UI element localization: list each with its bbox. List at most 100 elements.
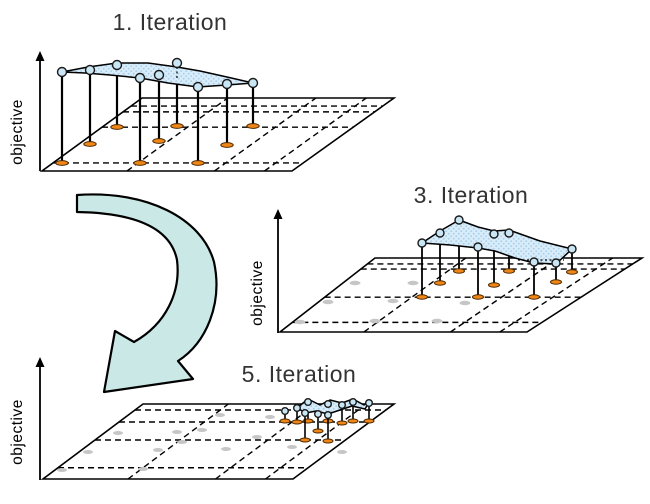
sample-base-marker <box>299 437 311 443</box>
sample-point <box>489 229 499 239</box>
sample-point <box>567 244 577 254</box>
grid-line <box>214 97 317 172</box>
plot-iteration-1: 1. Iteration objective <box>9 9 397 172</box>
plot-title: 3. Iteration <box>414 182 529 208</box>
grid-line <box>499 257 614 333</box>
sample-point <box>338 401 347 410</box>
previous-sample-point <box>459 300 471 306</box>
grid-line <box>265 403 367 480</box>
previous-sample-point <box>431 318 443 324</box>
grid-line <box>264 97 367 172</box>
sample-base-marker <box>453 268 465 274</box>
sample-point <box>56 66 68 78</box>
objective-axis-label: objective <box>9 399 26 465</box>
grid-line <box>215 403 317 480</box>
sample-point <box>84 64 96 76</box>
sample-point <box>301 409 310 418</box>
sample-point <box>247 77 259 89</box>
sample-base-marker <box>220 142 234 148</box>
sample-point <box>192 81 204 93</box>
plot-iteration-5: 5. Iteration objective <box>9 357 397 480</box>
sample-base-marker <box>83 141 97 147</box>
previous-sample-point <box>252 435 262 439</box>
previous-sample-point <box>369 318 381 324</box>
previous-sample-point <box>287 445 297 449</box>
previous-sample-point <box>387 298 399 304</box>
previous-sample-point <box>337 450 347 454</box>
axis-arrowhead-icon <box>35 51 45 61</box>
previous-sample-point <box>113 431 123 435</box>
previous-sample-point <box>177 440 187 444</box>
previous-sample-point <box>57 468 67 472</box>
previous-sample-point <box>407 280 419 286</box>
sample-point <box>293 404 302 413</box>
sample-base-marker <box>246 123 260 129</box>
sample-base-marker <box>363 418 375 424</box>
plot-geometry <box>35 51 397 172</box>
grid-line <box>126 97 229 172</box>
plot-geometry <box>35 357 397 480</box>
previous-sample-point <box>221 447 231 451</box>
grid-line <box>450 257 560 333</box>
sample-base-marker <box>550 279 562 285</box>
objective-axis-label: objective <box>249 260 266 326</box>
previous-sample-point <box>265 415 275 419</box>
sample-point <box>454 215 464 225</box>
sample-point <box>153 69 165 81</box>
sample-base-marker <box>528 294 540 300</box>
ground-plane <box>277 257 645 333</box>
plot-geometry <box>273 209 645 333</box>
sample-point <box>324 400 333 409</box>
plot-title: 1. Iteration <box>113 9 228 35</box>
previous-sample-point <box>83 450 93 454</box>
sample-base-marker <box>472 294 484 300</box>
sample-base-marker <box>191 160 205 166</box>
axis-arrowhead-icon <box>273 209 283 219</box>
sample-base-marker <box>152 138 166 144</box>
sample-point <box>529 257 539 267</box>
sample-point <box>365 399 374 408</box>
sample-point <box>171 57 183 69</box>
sample-point <box>314 410 323 419</box>
sample-base-marker <box>488 282 500 288</box>
sample-point <box>551 258 561 268</box>
iteration-flow-arrow-group <box>75 193 218 394</box>
sample-base-marker <box>55 160 69 166</box>
sample-base-marker <box>133 160 147 166</box>
sample-base-marker <box>110 124 124 130</box>
previous-sample-point <box>322 299 334 305</box>
grid-line <box>363 257 467 333</box>
previous-sample-point <box>197 428 207 432</box>
previous-sample-point <box>294 319 306 325</box>
sample-base-marker <box>279 418 291 424</box>
sample-base-marker <box>322 438 334 444</box>
objective-axis-label: objective <box>9 99 26 165</box>
sample-point <box>221 78 233 90</box>
sample-point <box>134 72 146 84</box>
sample-point <box>473 242 483 252</box>
sample-point <box>324 411 333 420</box>
sample-point <box>417 238 427 248</box>
previous-sample-point <box>172 430 182 434</box>
axis-arrowhead-icon <box>35 357 45 367</box>
sample-point <box>504 228 514 238</box>
sample-point <box>435 228 445 238</box>
sample-base-marker <box>170 123 184 129</box>
curved-arrow-icon <box>75 193 218 394</box>
sample-point <box>304 398 313 407</box>
previous-sample-point <box>349 280 361 286</box>
sample-base-marker <box>503 268 515 274</box>
sample-point <box>281 407 290 416</box>
plot-iteration-3: 3. Iteration objective <box>249 182 645 333</box>
previous-sample-point <box>153 448 163 452</box>
sample-base-marker <box>416 294 428 300</box>
previous-sample-point <box>215 413 225 417</box>
sample-base-marker <box>434 280 446 286</box>
sample-base-marker <box>312 428 324 434</box>
previous-sample-point <box>138 467 148 471</box>
ground-plane <box>39 97 397 172</box>
sample-point <box>111 59 123 71</box>
sample-base-marker <box>336 420 348 426</box>
sample-base-marker <box>291 419 303 425</box>
